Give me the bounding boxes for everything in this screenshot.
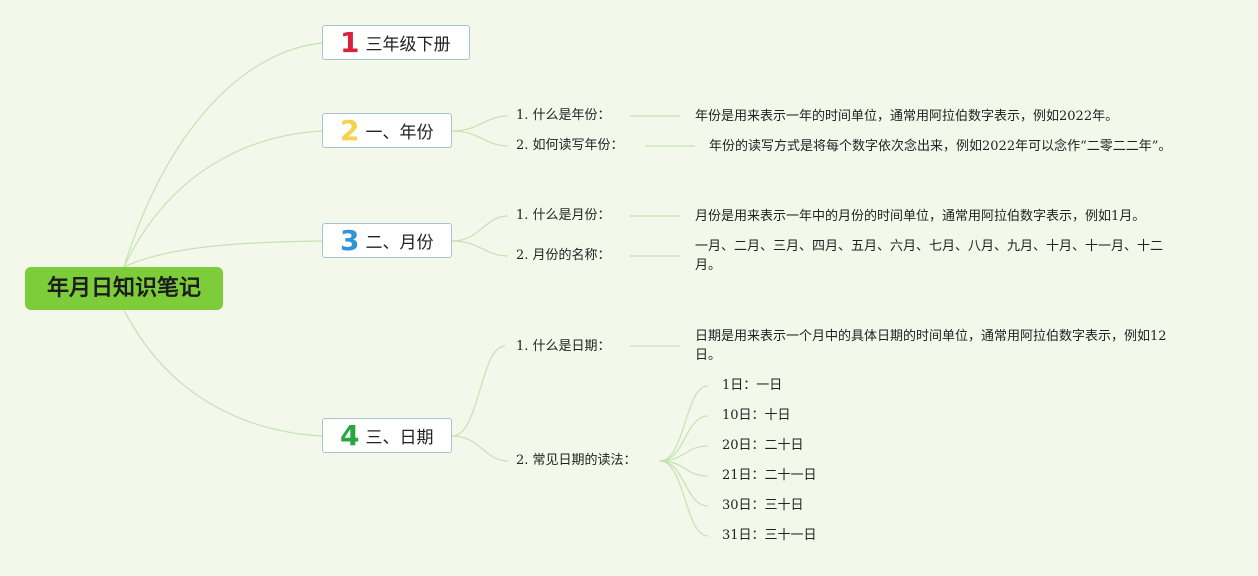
- number-4-icon: 4: [340, 418, 360, 452]
- branch-label: 三、日期: [365, 428, 434, 448]
- desc-what-is-year: 年份是用来表示一年的时间单位，通常用阿拉伯数字表示，例如2022年。: [695, 109, 1119, 124]
- number-3-icon: 3: [340, 223, 360, 257]
- desc-month-names: 一月、二月、三月、四月、五月、六月、七月、八月、九月、十月、十一月、十二月。: [695, 239, 1164, 273]
- branch-label: 二、月份: [365, 233, 434, 253]
- number-2-icon: 2: [340, 113, 360, 147]
- branch-node-4[interactable]: 4 三、日期: [322, 418, 452, 453]
- branch-label: 一、年份: [365, 123, 434, 143]
- topic-month-names[interactable]: 2. 月份的名称：: [516, 248, 611, 263]
- topic-what-is-date[interactable]: 1. 什么是日期：: [516, 339, 611, 354]
- desc-what-is-date: 日期是用来表示一个月中的具体日期的时间单位，通常用阿拉伯数字表示，例如12日。: [695, 329, 1167, 363]
- branch-label: 三年级下册: [365, 35, 451, 55]
- topic-what-is-month[interactable]: 1. 什么是月份：: [516, 208, 611, 223]
- desc-what-is-month: 月份是用来表示一年中的月份的时间单位，通常用阿拉伯数字表示，例如1月。: [695, 209, 1146, 224]
- number-1-icon: 1: [340, 25, 360, 59]
- date-reading-item[interactable]: 20日：二十日: [722, 438, 804, 453]
- date-reading-item[interactable]: 21日：二十一日: [722, 468, 817, 483]
- topic-what-is-year[interactable]: 1. 什么是年份：: [516, 108, 611, 123]
- topic-read-write-year[interactable]: 2. 如何读写年份：: [516, 138, 624, 153]
- date-reading-item[interactable]: 30日：三十日: [722, 498, 804, 513]
- root-node[interactable]: 年月日知识笔记: [25, 267, 223, 310]
- date-reading-item[interactable]: 31日：三十一日: [722, 528, 817, 543]
- branch-node-2[interactable]: 2 一、年份: [322, 113, 452, 148]
- date-reading-item[interactable]: 1日：一日: [722, 378, 783, 393]
- topic-date-readings[interactable]: 2. 常见日期的读法：: [516, 453, 637, 468]
- desc-read-write-year: 年份的读写方式是将每个数字依次念出来，例如2022年可以念作“二零二二年”。: [709, 139, 1172, 154]
- branch-node-1[interactable]: 1 三年级下册: [322, 25, 470, 60]
- branch-node-3[interactable]: 3 二、月份: [322, 223, 452, 258]
- date-reading-item[interactable]: 10日：十日: [722, 408, 791, 423]
